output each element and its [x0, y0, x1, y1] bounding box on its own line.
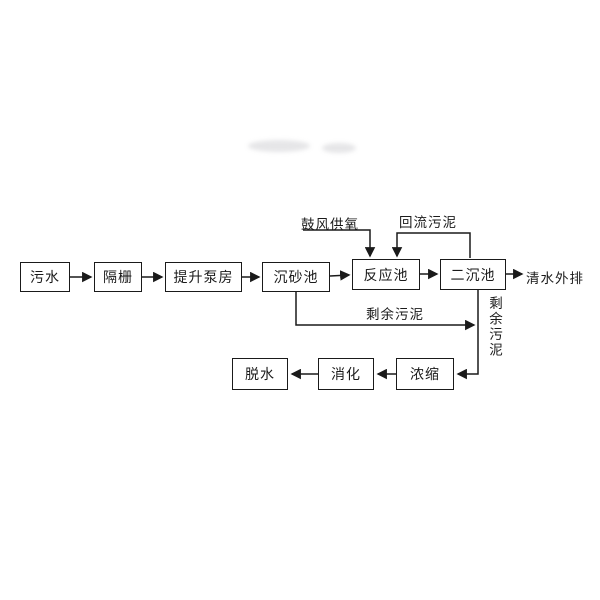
- arrow-secondary-to-thickening: [456, 290, 479, 380]
- node-grit-chamber: 沉砂池: [262, 262, 330, 292]
- node-screen: 隔栅: [94, 262, 142, 292]
- arrow-grit-to-reaction: [329, 270, 351, 281]
- print-smudge: [248, 140, 310, 152]
- node-secondary-tank: 二沉池: [440, 259, 506, 290]
- node-sewage: 污水: [20, 262, 70, 292]
- arrow-air-to-reaction: [303, 229, 376, 258]
- label-return-sludge: 回流污泥: [399, 215, 457, 230]
- label-effluent: 清水外排: [526, 271, 584, 286]
- arrow-return-sludge: [391, 232, 471, 258]
- node-lift-pump: 提升泵房: [165, 262, 242, 292]
- node-reaction-tank: 反应池: [352, 259, 420, 290]
- node-digestion: 消化: [318, 358, 374, 390]
- label-excess-sludge: 剩余污泥: [366, 307, 424, 322]
- label-excess-sludge-vertical: 剩余污泥: [487, 296, 502, 358]
- label-air-supply: 鼓风供氧: [301, 217, 359, 232]
- node-thickening: 浓缩: [396, 358, 454, 390]
- print-smudge: [322, 143, 356, 153]
- node-dewatering: 脱水: [232, 358, 288, 390]
